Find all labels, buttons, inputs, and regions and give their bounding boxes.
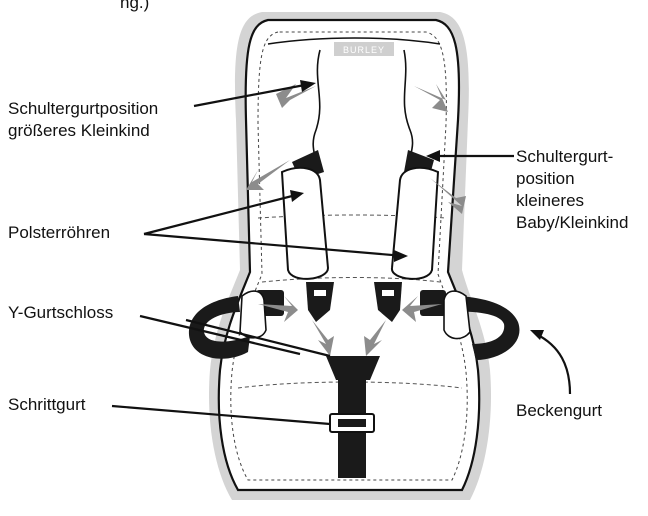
label-line: Schultergurtposition: [8, 98, 158, 120]
buckle-slot: [314, 290, 326, 296]
label-line: position: [516, 168, 628, 190]
top-fragment: ng.): [120, 0, 149, 14]
label-hip-belt: Beckengurt: [516, 400, 602, 422]
callout-hip: [536, 334, 570, 394]
pad-tube-right: [392, 168, 438, 279]
side-buckle-right: [420, 290, 446, 316]
label-shoulder-large: Schultergurtposition größeres Kleinkind: [8, 98, 158, 142]
label-pad-tubes: Polsterröhren: [8, 222, 110, 244]
buckle-slot: [382, 290, 394, 296]
strap-adjuster-slot: [338, 419, 366, 427]
brand-text: BURLEY: [343, 45, 385, 55]
label-crotch-strap: Schrittgurt: [8, 394, 85, 416]
label-line: größeres Kleinkind: [8, 120, 158, 142]
label-y-buckle: Y-Gurtschloss: [8, 302, 113, 324]
hip-pad-right: [444, 291, 470, 339]
pad-tube-left: [282, 168, 328, 279]
label-line: kleineres: [516, 190, 628, 212]
hip-pad-left: [240, 291, 266, 338]
label-shoulder-small: Schultergurt- position kleineres Baby/Kl…: [516, 146, 628, 234]
label-line: Schultergurt-: [516, 146, 628, 168]
label-line: Baby/Kleinkind: [516, 212, 628, 234]
